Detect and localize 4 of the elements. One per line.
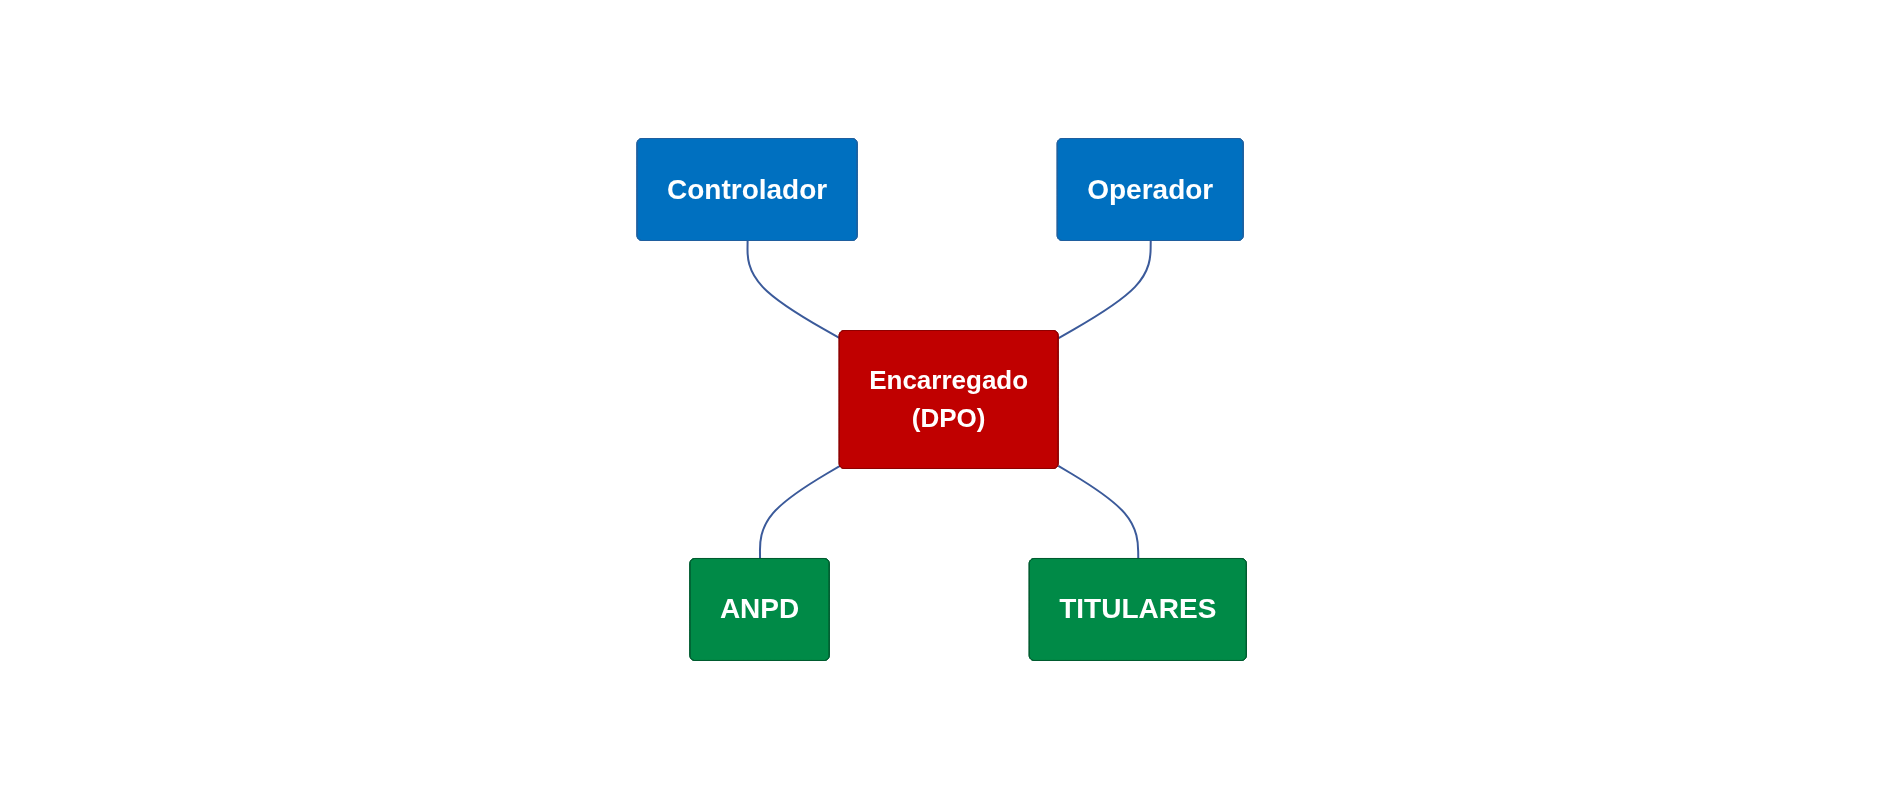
connector (1057, 240, 1152, 340)
connector (746, 240, 841, 340)
connector (758, 464, 841, 560)
connector (1057, 464, 1140, 560)
